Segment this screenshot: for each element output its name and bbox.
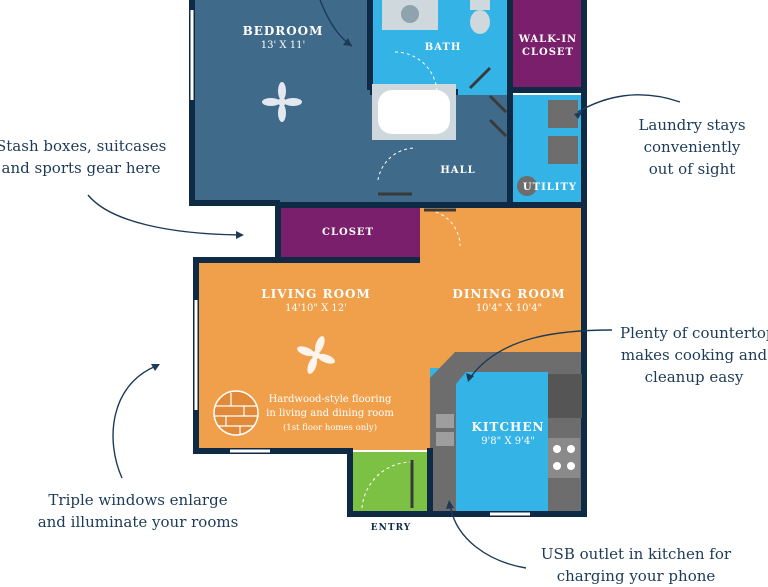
living-room-label: LIVING ROOM	[261, 287, 371, 301]
dryer-icon	[548, 136, 578, 164]
walkin-closet-area	[512, 0, 584, 88]
hall-label: HALL	[440, 165, 475, 176]
callout-storage: Stash boxes, suitcases and sports gear h…	[0, 135, 166, 179]
bathtub-icon	[372, 84, 456, 140]
flooring-note-line2: in living and dining room	[266, 408, 394, 419]
callout-counter: Plenty of countertop makes cooking and c…	[620, 322, 768, 388]
bedroom-label: BEDROOM	[243, 24, 324, 38]
bedroom-dims: 13' X 11'	[261, 40, 305, 51]
flooring-note-line1: Hardwood-style flooring	[269, 394, 392, 405]
closet-area	[278, 206, 420, 258]
dining-room-dims: 10'4" X 10'4"	[476, 303, 542, 314]
water-heater-icon	[517, 176, 537, 196]
flooring-note-line3: (1st floor homes only)	[283, 422, 377, 433]
ceiling-fan-icon	[262, 82, 302, 122]
dining-room-label: DINING ROOM	[452, 287, 565, 301]
callout-arrows	[87, 0, 681, 569]
living-dining-area	[196, 206, 584, 450]
callout-line: cleanup easy	[644, 368, 744, 386]
closet-label: CLOSET	[322, 227, 374, 238]
kitchen-dims: 9'8" X 9'4"	[481, 436, 535, 447]
walkin-label-2: CLOSET	[522, 47, 574, 58]
callout-windows: Triple windows enlarge and illuminate yo…	[28, 489, 248, 533]
entry-area	[350, 452, 428, 514]
callout-line: Laundry stays	[638, 116, 746, 134]
fridge-icon	[548, 374, 582, 418]
toilet-icon	[470, 0, 490, 34]
callout-line: and illuminate your rooms	[37, 513, 239, 531]
arrowheads	[151, 38, 583, 509]
utility-label: UTILITY	[523, 182, 577, 193]
kitchen-counter	[430, 352, 584, 512]
stove-icon	[548, 438, 580, 478]
callout-line: Triple windows enlarge	[48, 491, 228, 509]
kitchen-label: KITCHEN	[472, 420, 545, 434]
washer-icon	[548, 100, 578, 128]
callout-line: charging your phone	[556, 567, 716, 585]
windows	[190, 10, 530, 516]
sink-icon	[436, 414, 454, 446]
callout-line: Stash boxes, suitcases	[0, 137, 167, 155]
callout-line: out of sight	[648, 160, 736, 178]
callout-usb: USB outlet in kitchen for charging your …	[526, 543, 746, 587]
hardwood-icon	[213, 390, 259, 436]
living-room-dims: 14'10" X 12'	[285, 303, 347, 314]
callout-laundry: Laundry stays conveniently out of sight	[622, 114, 762, 180]
callout-line: makes cooking and	[620, 346, 768, 364]
callout-line: and sports gear here	[1, 159, 161, 177]
callout-line: conveniently	[643, 138, 741, 156]
callout-line: USB outlet in kitchen for	[540, 545, 732, 563]
callout-line: Plenty of countertop	[620, 324, 768, 342]
entry-label: ENTRY	[371, 523, 411, 533]
walkin-label-1: WALK-IN	[518, 34, 577, 45]
bath-label: BATH	[425, 42, 462, 53]
ceiling-fan-icon	[297, 336, 335, 374]
